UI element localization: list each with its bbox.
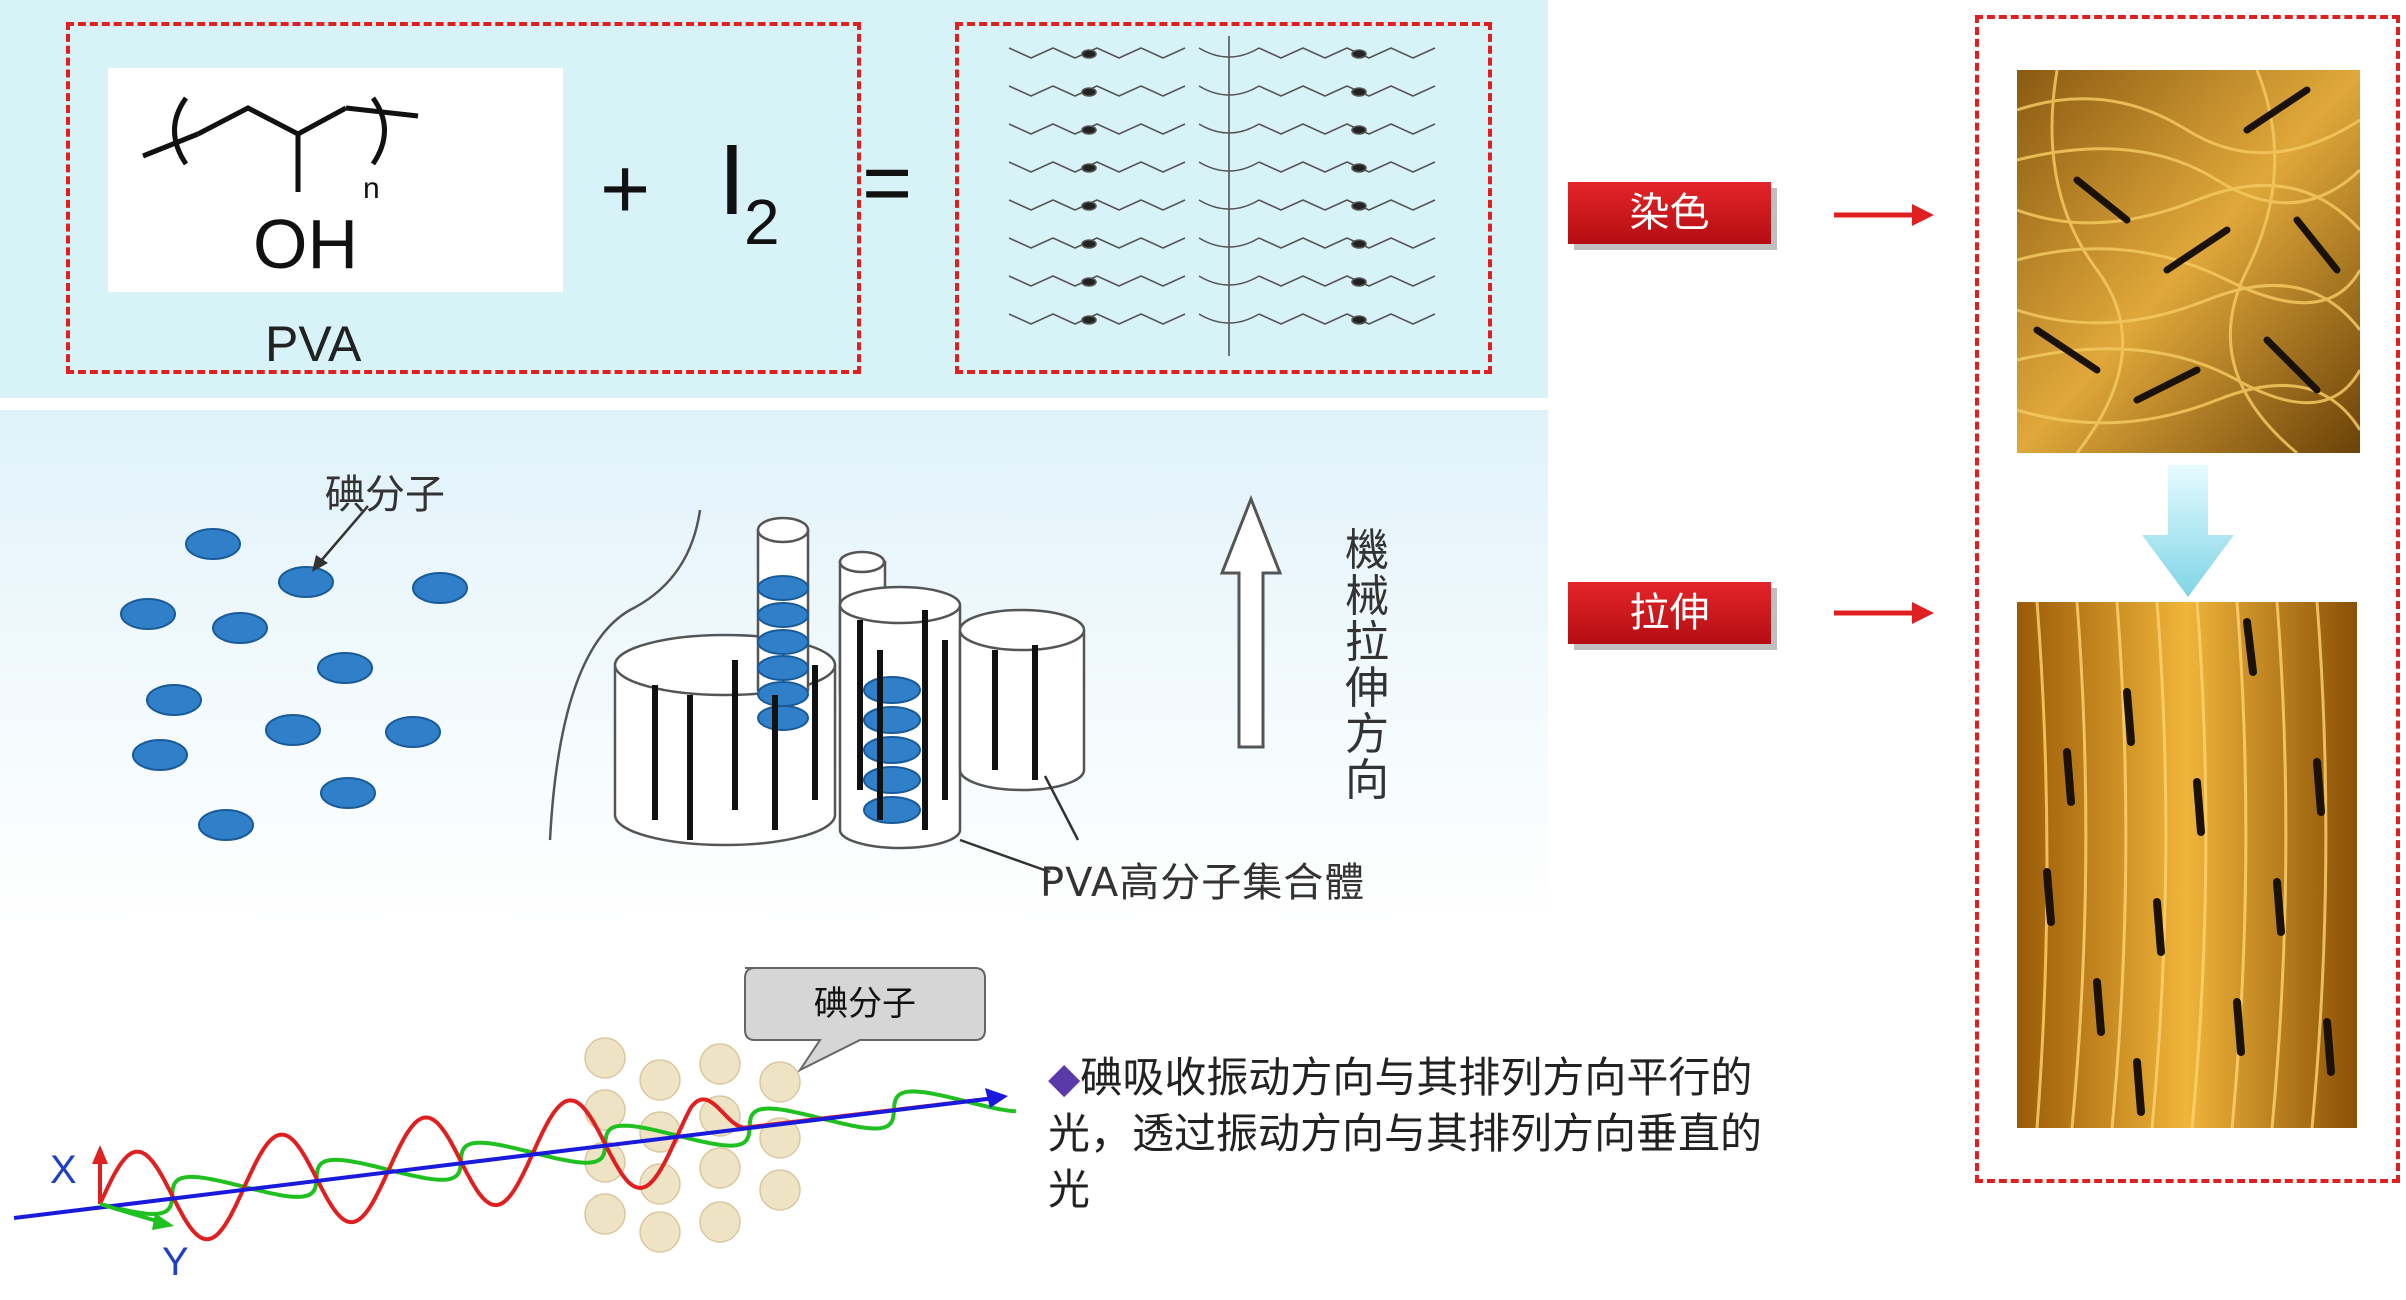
repeat-subscript: n: [363, 172, 380, 205]
pva-chain-segment: [1008, 85, 1186, 97]
iodine-dot: [1351, 87, 1367, 97]
iodine-molecule: [265, 714, 321, 746]
polarization-description: ◆碘吸收振动方向与其排列方向平行的光，透过振动方向与其排列方向垂直的光: [1048, 1050, 1778, 1218]
iodine-molecule: [146, 684, 202, 716]
hydroxyl-group: OH: [253, 205, 358, 283]
dye-label: 染色: [1568, 182, 1771, 244]
iodine-dot: [1081, 201, 1097, 211]
pva-formula-box: [66, 22, 861, 374]
x-axis-label: X: [50, 1148, 77, 1192]
pva-structure-panel: n OH: [108, 68, 563, 292]
iodine-symbol: I: [718, 124, 746, 236]
pva-aggregate-drawing: [548, 509, 1086, 874]
iodine-dot: [1351, 163, 1367, 173]
iodine-dot: [1351, 125, 1367, 135]
iodine-molecule: [132, 739, 188, 771]
fiber-comparison-box: [1975, 15, 2400, 1183]
diamond-bullet-icon: ◆: [1048, 1053, 1081, 1102]
iodine-molecule: [212, 612, 268, 644]
iodine-dot: [1351, 49, 1367, 59]
stretch-label: 拉伸: [1568, 582, 1771, 644]
stretched-fiber-image: [2017, 601, 2357, 1129]
pva-chain-segment: [1008, 123, 1186, 135]
iodine-molecule: [120, 598, 176, 630]
pva-chain-segment: [1258, 313, 1436, 325]
iodine-dot: [1081, 277, 1097, 287]
description-text: 碘吸收振动方向与其排列方向平行的光，透过振动方向与其排列方向垂直的光: [1048, 1053, 1763, 1214]
iodine-molecule: [185, 528, 241, 560]
pva-structure-drawing: n OH: [142, 96, 419, 283]
pva-chain-segment: [1258, 199, 1436, 211]
pva-chain-segment: [1258, 47, 1436, 59]
pva-chain-segment: [1258, 123, 1436, 135]
stretch-direction-arrow-icon: [1219, 495, 1283, 749]
pva-chain-segment: [1258, 237, 1436, 249]
stretch-direction-label: 機械拉伸方向: [1345, 525, 1389, 806]
dye-arrow-icon: [1834, 204, 1934, 226]
unstretched-fiber-image: [2016, 69, 2362, 455]
pva-aggregate-label: PVA高分子集合體: [1040, 860, 1366, 906]
iodine-dot: [1081, 163, 1097, 173]
absorbed-wave: [98, 1096, 996, 1242]
iodine-dot: [1081, 87, 1097, 97]
iodine-callout-bubble: [744, 967, 986, 1073]
iodine-dot: [1081, 125, 1097, 135]
iodine-molecule: [198, 809, 254, 841]
iodine-dot: [1081, 239, 1097, 249]
iodine-molecule: [412, 572, 468, 604]
iodine-molecule-label: 碘分子: [325, 472, 445, 518]
pva-chain-segment: [1258, 275, 1436, 287]
iodine-molecule: [385, 716, 441, 748]
pva-chain-segment: [1008, 199, 1186, 211]
pva-chain-segment: [1008, 275, 1186, 287]
polarization-wave-diagram: [13, 967, 1017, 1253]
stretch-arrow-icon: [1834, 602, 1934, 624]
iodine-dot: [1351, 201, 1367, 211]
pva-iodine-complex-box: [955, 22, 1492, 374]
plus-sign: +: [600, 141, 651, 237]
pva-chain-segment: [1008, 237, 1186, 249]
iodine-molecule: [320, 777, 376, 809]
iodine-dot: [1081, 315, 1097, 325]
iodine-molecule: [278, 566, 334, 598]
iodine-dot: [1351, 239, 1367, 249]
pva-iodine-complex-drawing: [1008, 36, 1436, 356]
pva-chain-segment: [1258, 161, 1436, 173]
iodine-dot: [1351, 315, 1367, 325]
iodine-dot: [1351, 277, 1367, 287]
iodine-molecules-scatter: [120, 505, 468, 841]
stretch-down-arrow-icon: [2142, 465, 2234, 597]
iodine-subscript: 2: [744, 186, 780, 258]
iodine-molecule: [317, 652, 373, 684]
pva-chain-segment: [1008, 47, 1186, 59]
equals-sign: =: [862, 135, 913, 231]
pva-label: PVA: [265, 316, 362, 372]
pva-chain-segment: [1008, 161, 1186, 173]
iodine-dot: [1081, 49, 1097, 59]
iodine-callout-label: 碘分子: [814, 984, 916, 1024]
pva-chain-segment: [1258, 85, 1436, 97]
pva-chain-segment: [1008, 313, 1186, 325]
y-axis-label: Y: [162, 1240, 189, 1284]
